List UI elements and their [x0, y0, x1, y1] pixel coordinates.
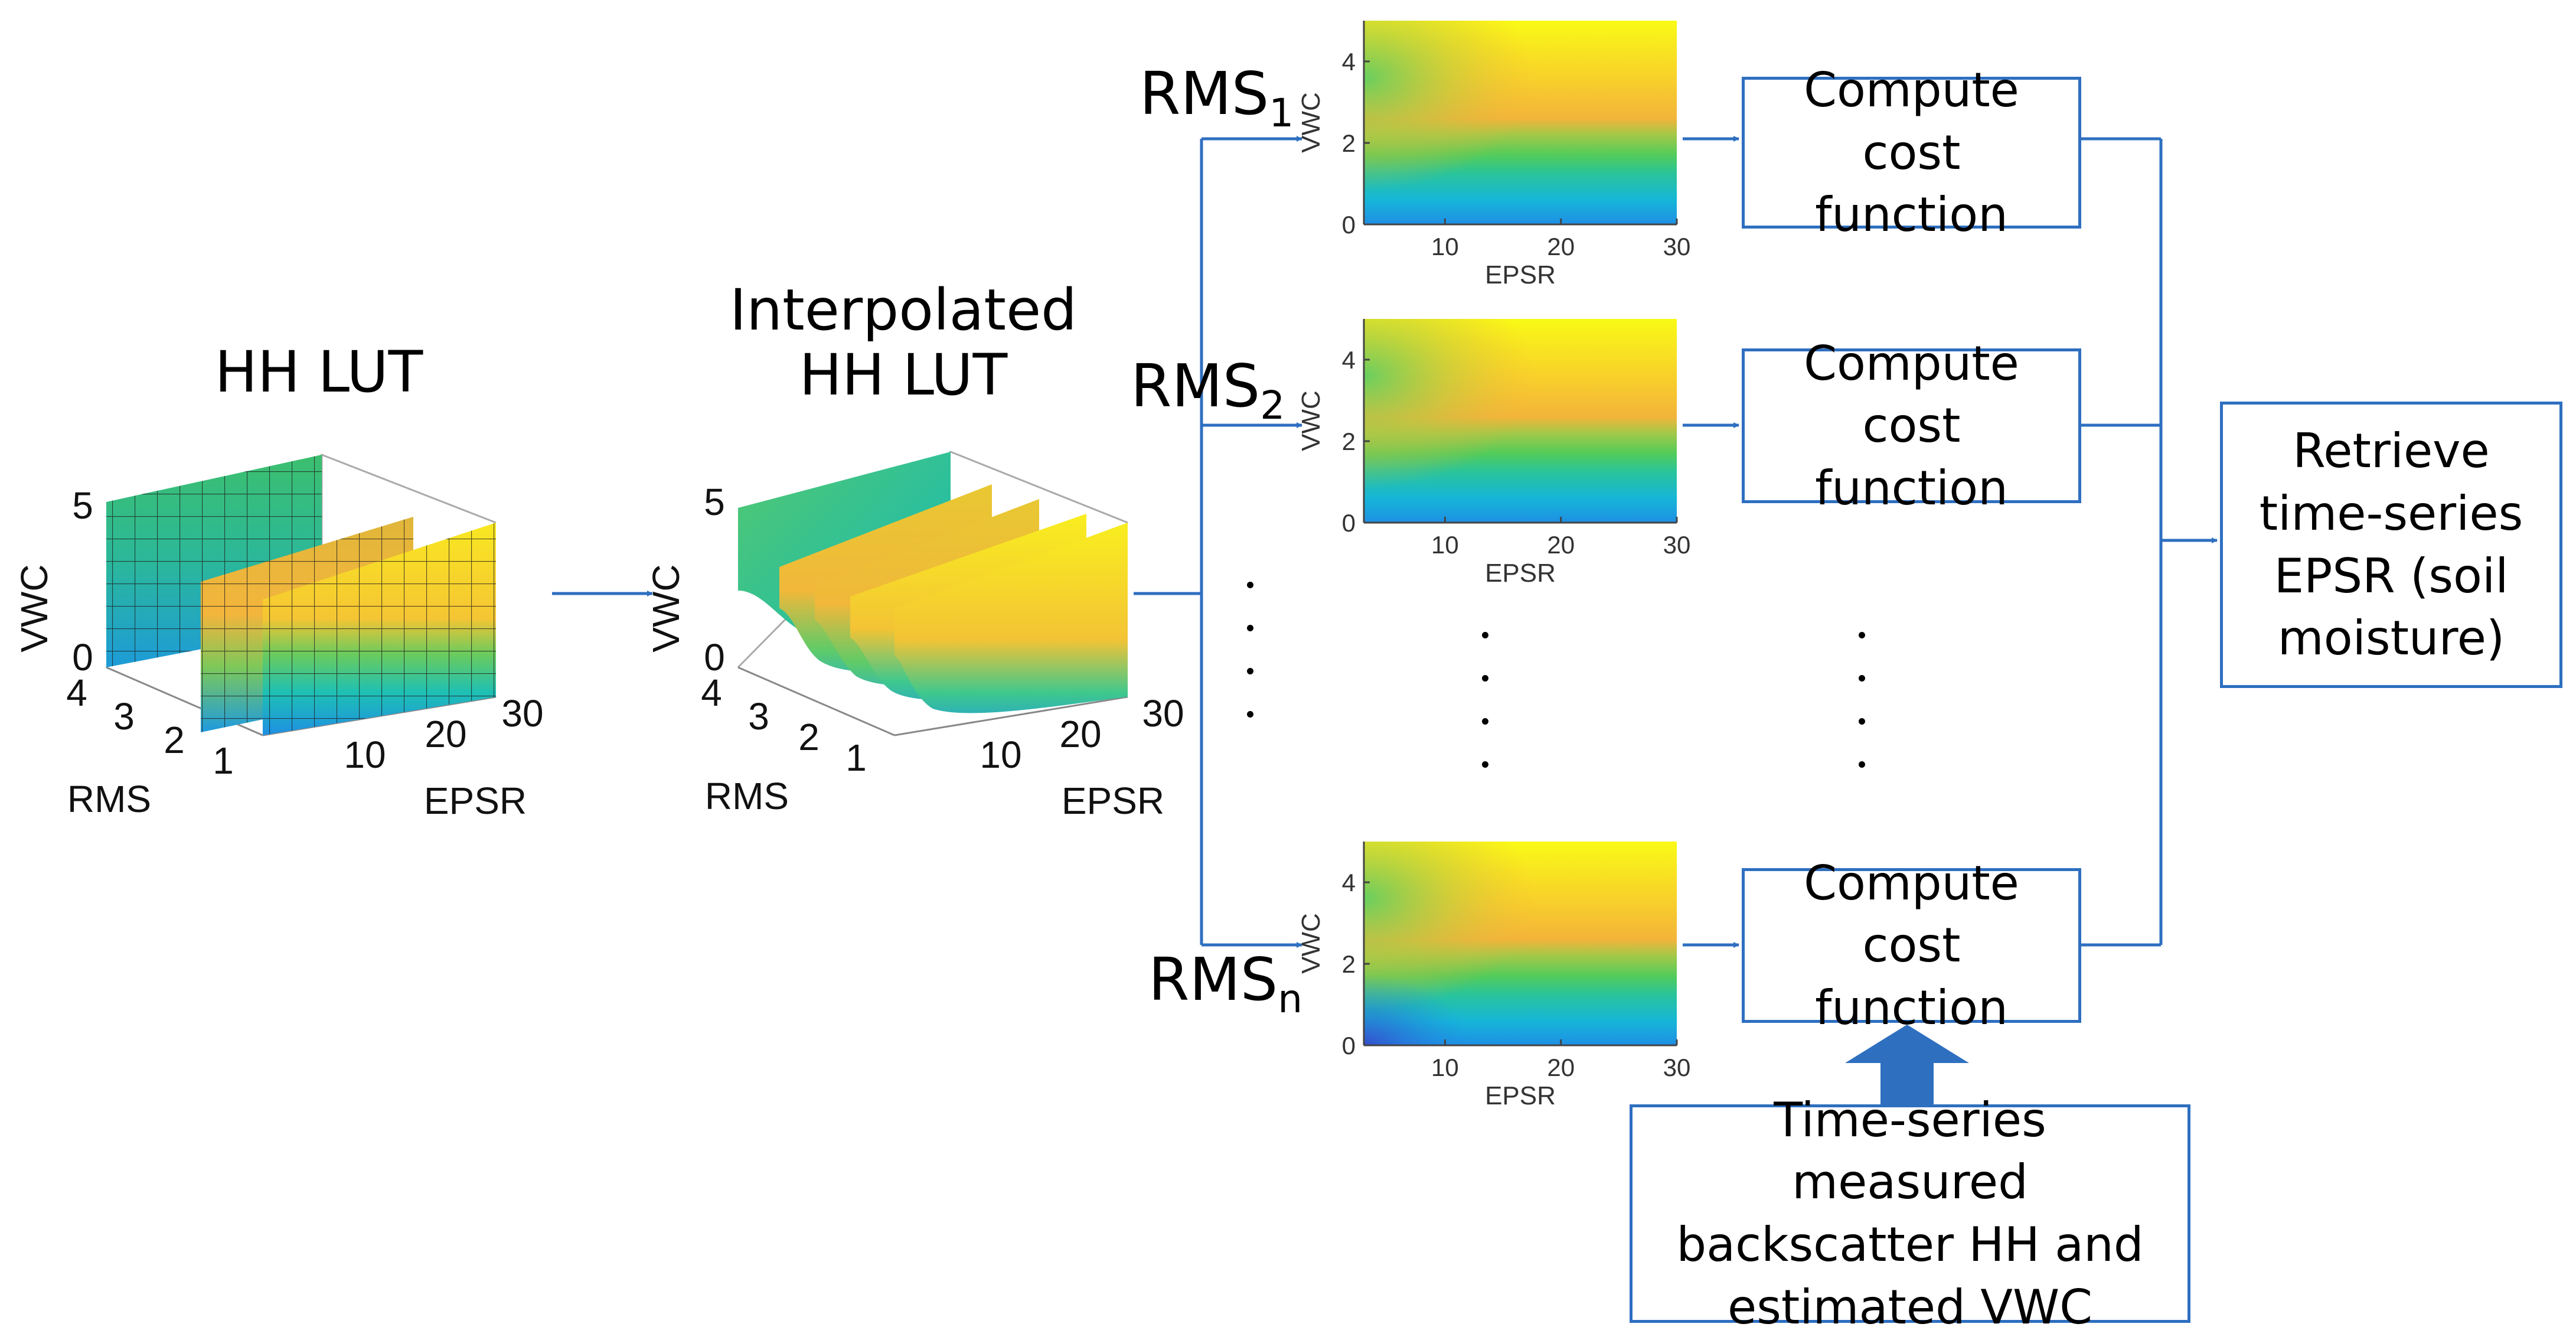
lut-x-tick-20: 20 [425, 713, 466, 755]
lut-y-tick-1: 1 [213, 739, 234, 782]
heatmap-2-x-label: EPSR [1485, 559, 1556, 588]
heatmap-n-y-tick: 4 [1342, 869, 1356, 896]
interp-z-tick-5: 5 [704, 481, 725, 523]
heatmap-2-x-tick: 20 [1547, 531, 1575, 559]
lut-x-tick-30: 30 [501, 692, 543, 735]
interp-z-label: VWC [645, 564, 687, 652]
interpolated-title-line2: HH LUT [799, 342, 1008, 409]
interp-z-tick-0: 0 [704, 636, 725, 679]
interp-x-tick-20: 20 [1059, 713, 1101, 755]
heatmap-1-x-tick: 30 [1663, 233, 1691, 260]
interpolated-lut-3d-plot: 5 0 VWC 4 3 2 1 RMS 10 20 30 EPSR [645, 451, 1184, 822]
measured-box: Time-series measured backscatter HH and … [1630, 1093, 2190, 1335]
heatmap-1-x-tick: 10 [1431, 233, 1459, 260]
interp-y-tick-3: 3 [748, 695, 769, 738]
lut-y-tick-2: 2 [164, 719, 185, 761]
heatmap-1-y-tick: 0 [1342, 211, 1356, 239]
heatmap-1-x-tick: 20 [1547, 233, 1575, 260]
interp-y-label: RMS [705, 775, 789, 817]
heatmap-n-y-tick: 0 [1342, 1032, 1356, 1059]
heatmap-2-y-tick: 2 [1342, 428, 1356, 455]
lut-y-label: RMS [67, 778, 151, 820]
heatmap-2-y-tick: 4 [1342, 346, 1356, 374]
ellipsis-heatmaps [1482, 632, 1489, 804]
retrieve-box: Retrieve time-series EPSR (soil moisture… [2220, 402, 2562, 688]
heatmap-1-y-tick: 2 [1342, 129, 1356, 157]
heatmap-1-x-label: EPSR [1485, 260, 1556, 289]
rms-label-n: RMSn [1148, 945, 1303, 1022]
interp-x-label: EPSR [1062, 780, 1164, 822]
up-arrow [1845, 1025, 1969, 1128]
heatmap-2-y-tick: 0 [1342, 509, 1356, 537]
interpolated-lut-title: Interpolated HH LUT [697, 278, 1110, 408]
heatmap-2-x-tick: 30 [1663, 531, 1691, 559]
heatmap-n-x-tick: 30 [1663, 1054, 1691, 1081]
heatmap-n-x-tick: 10 [1431, 1054, 1459, 1081]
interp-y-tick-1: 1 [845, 736, 867, 779]
lut-z-tick-0: 0 [72, 636, 93, 679]
heatmap-n-y-label: VWC [1297, 913, 1325, 974]
hh-lut-title: HH LUT [214, 339, 423, 405]
compute-cost-box-n: Compute cost function [1742, 856, 2081, 1035]
heatmap-n-x-tick: 20 [1547, 1054, 1575, 1081]
interpolated-title-line1: Interpolated [729, 277, 1078, 343]
heatmap-2-x-tick: 10 [1431, 531, 1459, 559]
interp-y-tick-4: 4 [701, 671, 722, 714]
lut-x-tick-10: 10 [344, 733, 386, 776]
interp-x-tick-10: 10 [980, 733, 1021, 776]
lut-y-tick-4: 4 [66, 671, 87, 714]
heatmap-n-x-label: EPSR [1485, 1081, 1556, 1110]
interp-x-tick-30: 30 [1142, 692, 1184, 735]
heatmap-1-y-label: VWC [1297, 92, 1325, 153]
rms-label-2: RMS2 [1131, 351, 1285, 428]
compute-cost-box-2: Compute cost function [1742, 336, 2081, 516]
hh-lut-3d-plot: 5 0 VWC 4 3 2 1 RMS 10 20 30 EPSR [13, 454, 544, 822]
compute-cost-box-1: Compute cost function [1742, 63, 2081, 242]
rms-label-1: RMS1 [1140, 59, 1294, 136]
ellipsis-rms [1247, 582, 1254, 754]
lut-z-label: VWC [13, 564, 55, 652]
lut-z-tick-5: 5 [72, 484, 93, 527]
heatmap-1-y-tick: 4 [1342, 48, 1356, 76]
connectors [552, 136, 2218, 948]
lut-x-label: EPSR [424, 780, 527, 822]
lut-y-tick-3: 3 [113, 695, 135, 738]
heatmap-n-y-tick: 2 [1342, 950, 1356, 978]
heatmap-2-y-label: VWC [1297, 390, 1325, 451]
ellipsis-cost [1859, 632, 1866, 804]
interp-y-tick-2: 2 [798, 716, 820, 758]
